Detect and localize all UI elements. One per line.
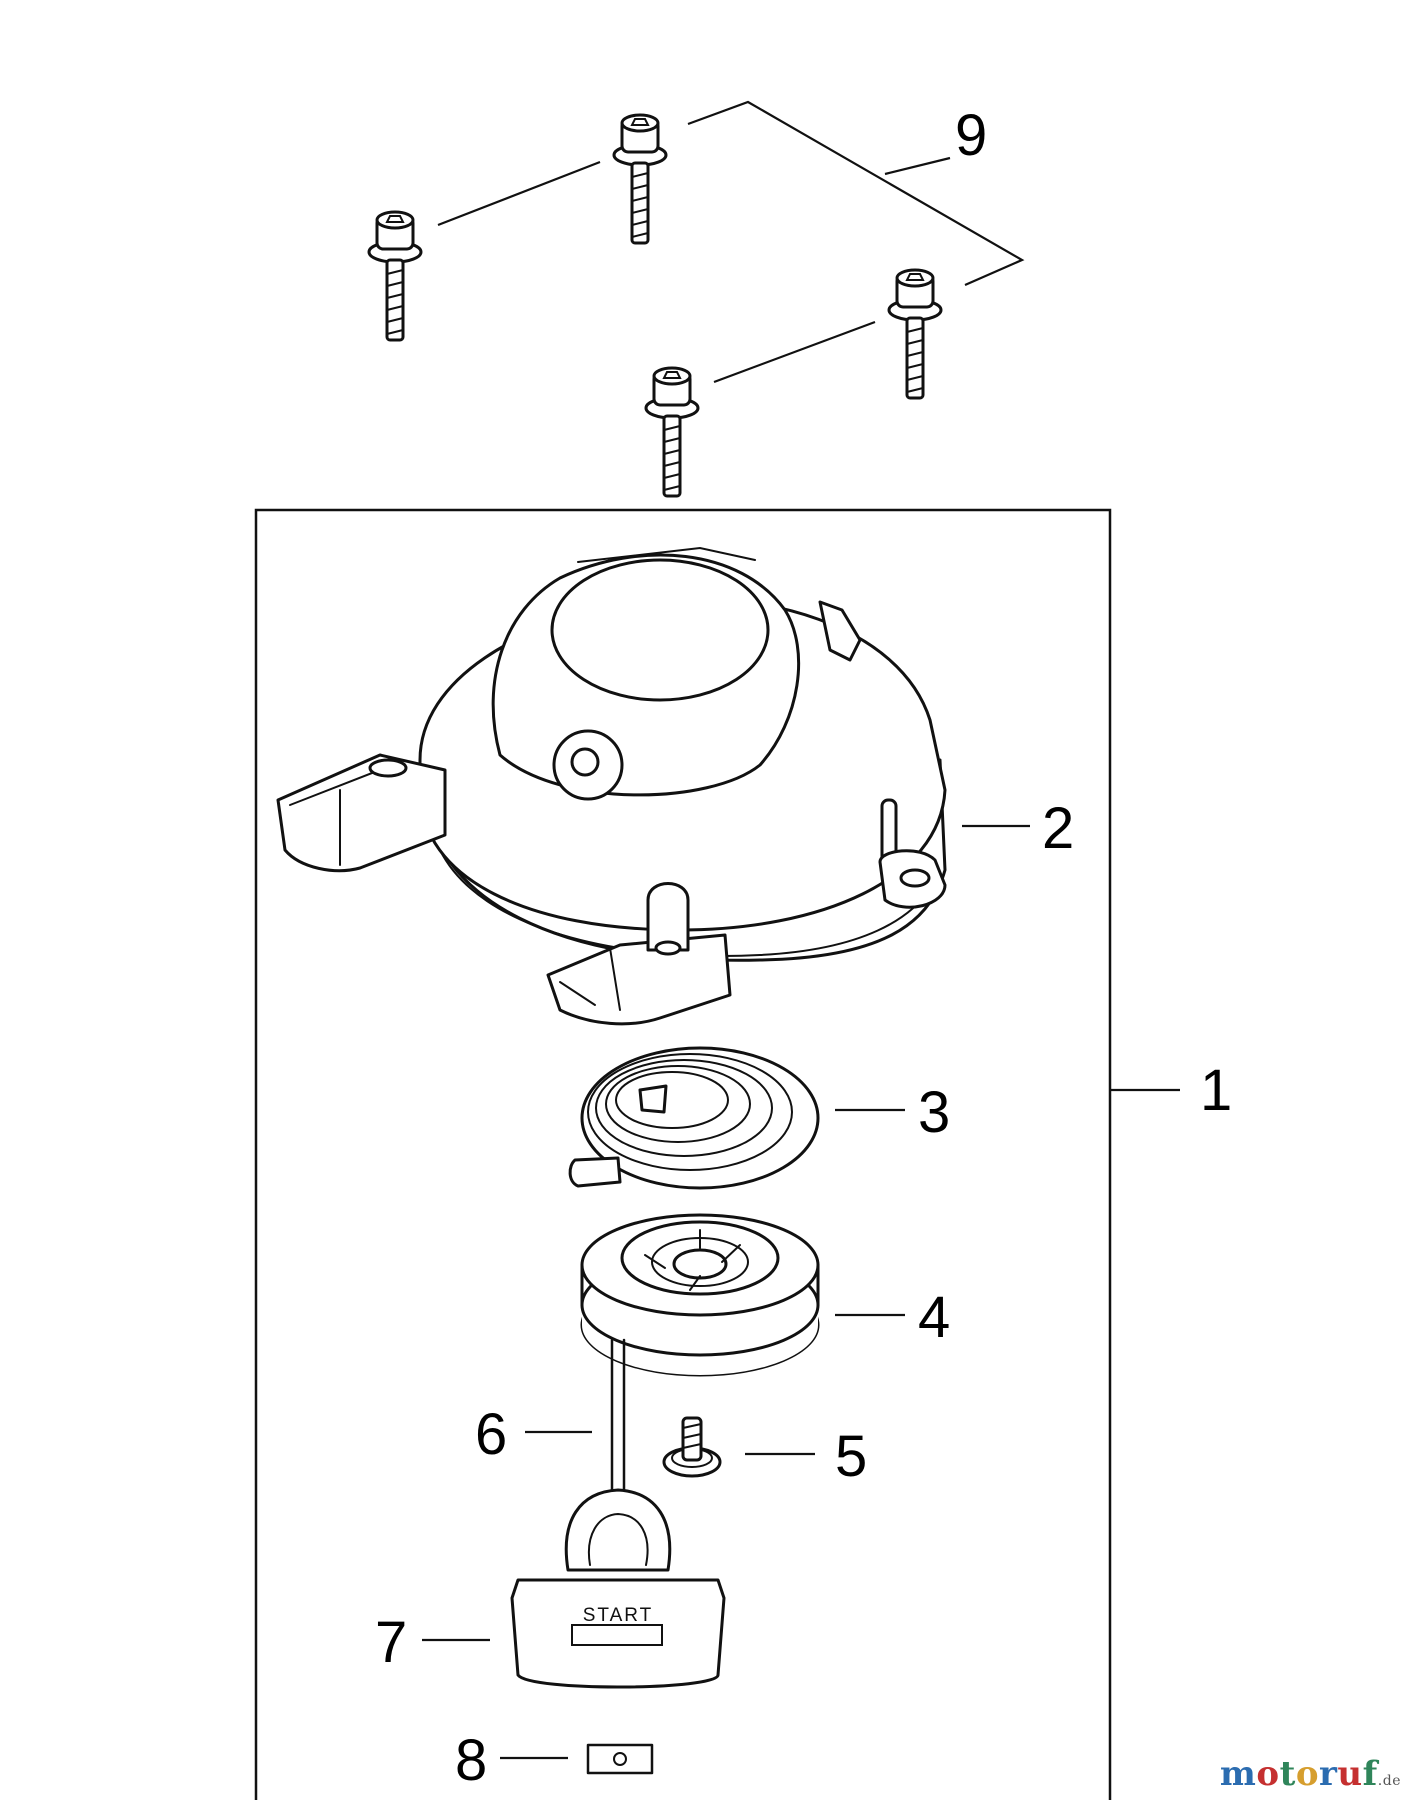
callout-8: 8 bbox=[455, 1728, 487, 1793]
callout-9: 9 bbox=[955, 103, 987, 168]
watermark-suffix: .de bbox=[1377, 1773, 1401, 1789]
handle-clip bbox=[586, 1743, 654, 1775]
callout-5: 5 bbox=[835, 1424, 867, 1489]
assembly-frame bbox=[254, 508, 1112, 1800]
callout-1: 1 bbox=[1200, 1058, 1232, 1123]
start-label: START bbox=[583, 1605, 654, 1626]
watermark-letter: r bbox=[1319, 1754, 1338, 1794]
bolt bbox=[367, 210, 423, 342]
callout-3: 3 bbox=[918, 1080, 950, 1145]
watermark-logo: motoruf.de bbox=[1220, 1754, 1401, 1794]
callout-4: 4 bbox=[918, 1285, 950, 1350]
bolt bbox=[612, 113, 668, 245]
watermark-letter: u bbox=[1337, 1754, 1363, 1794]
bolt-group bbox=[367, 100, 1025, 498]
leader-line bbox=[713, 320, 876, 384]
callout-2: 2 bbox=[1042, 796, 1074, 861]
leader-line bbox=[687, 100, 1025, 287]
watermark-letter: f bbox=[1362, 1754, 1378, 1794]
starter-housing bbox=[276, 546, 947, 1026]
callout-7: 7 bbox=[375, 1610, 407, 1675]
watermark-letter: t bbox=[1279, 1754, 1296, 1794]
watermark-text: motoruf bbox=[1220, 1754, 1378, 1794]
callout-6: 6 bbox=[475, 1402, 507, 1467]
recoil-spring bbox=[568, 1046, 820, 1190]
start-handle: START bbox=[510, 1488, 726, 1689]
leader-line bbox=[884, 156, 951, 176]
watermark-letter: o bbox=[1295, 1754, 1319, 1794]
starter-rope bbox=[610, 1338, 626, 1502]
rope-reel bbox=[580, 1213, 820, 1377]
reel-screw bbox=[662, 1416, 722, 1478]
watermark-letter: m bbox=[1219, 1754, 1257, 1794]
watermark-letter: o bbox=[1256, 1754, 1280, 1794]
bolt bbox=[887, 268, 943, 400]
leader-line bbox=[437, 160, 601, 227]
bolt bbox=[644, 366, 700, 498]
